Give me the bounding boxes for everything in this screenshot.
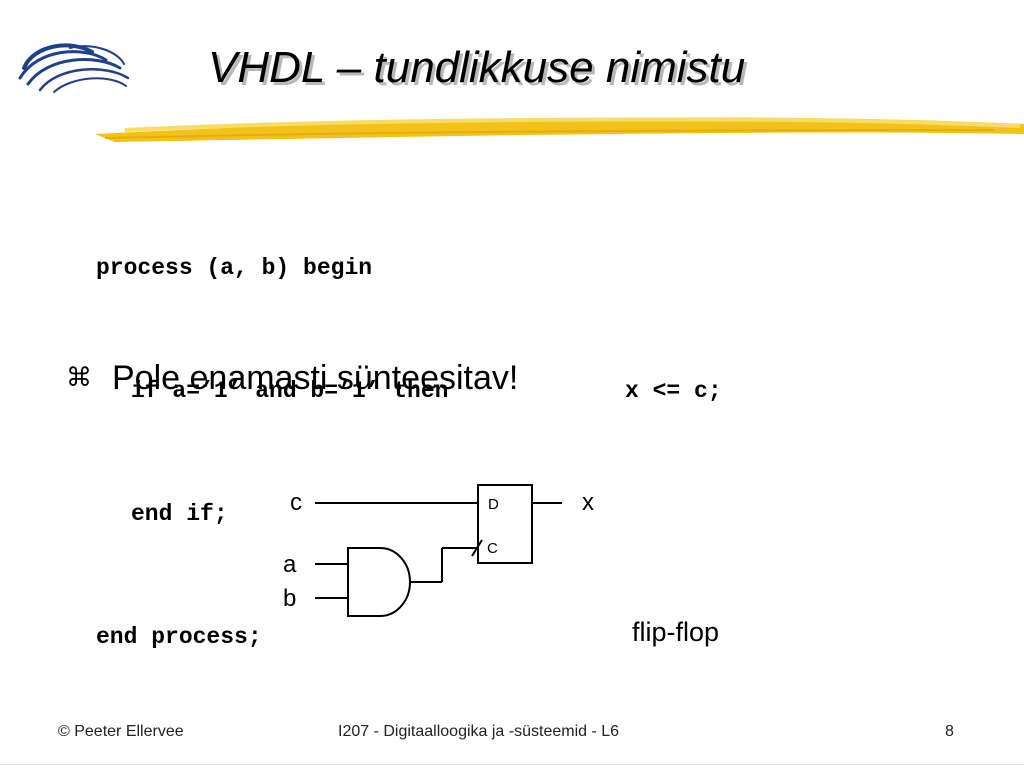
command-key-bullet-icon: ⌘	[66, 363, 92, 393]
bullet-item: ⌘ Pole enamasti sünteesitav!	[66, 356, 518, 400]
code-line: end if;	[96, 494, 448, 535]
code-text: end process;	[96, 624, 262, 650]
page-title: VHDL – tundlikkuse nimistu	[208, 43, 746, 92]
footer-page-number: 8	[945, 723, 954, 740]
c-input-label: c	[290, 489, 302, 516]
code-text: end if;	[131, 501, 228, 527]
flip-flop-box	[477, 484, 533, 564]
and-gate	[347, 547, 411, 617]
vhdl-code-block: process (a, b) begin if a=’1’ and b=’1’ …	[96, 166, 722, 699]
code-line: if a=’1’ and b=’1’ then x <= c;	[96, 371, 722, 412]
c-pin-label: C	[487, 540, 498, 557]
title-underline-swoosh	[95, 117, 1024, 142]
code-text: x <= c;	[625, 378, 722, 404]
b-input-label: b	[283, 585, 296, 612]
a-input-label: a	[283, 551, 297, 578]
x-output-label: x	[582, 489, 594, 516]
footer-copyright: © Peeter Ellervee	[58, 723, 184, 740]
flip-flop-circuit-diagram: c a b x D C	[283, 484, 594, 617]
code-text: if a=’1’ and b=’1’ then	[131, 378, 449, 404]
code-text: process (a, b) begin	[96, 255, 373, 281]
code-line: end process;	[96, 617, 448, 658]
bottom-divider	[0, 764, 1024, 765]
footer-course-title: I207 - Digitaalloogika ja -süsteemid - L…	[338, 723, 620, 740]
bullet-text: Pole enamasti sünteesitav!	[112, 359, 519, 397]
d-pin-label: D	[488, 496, 499, 513]
code-line: process (a, b) begin	[96, 248, 448, 289]
circuit-caption: flip-flop	[632, 617, 720, 647]
swirl-logo-icon	[18, 43, 130, 93]
